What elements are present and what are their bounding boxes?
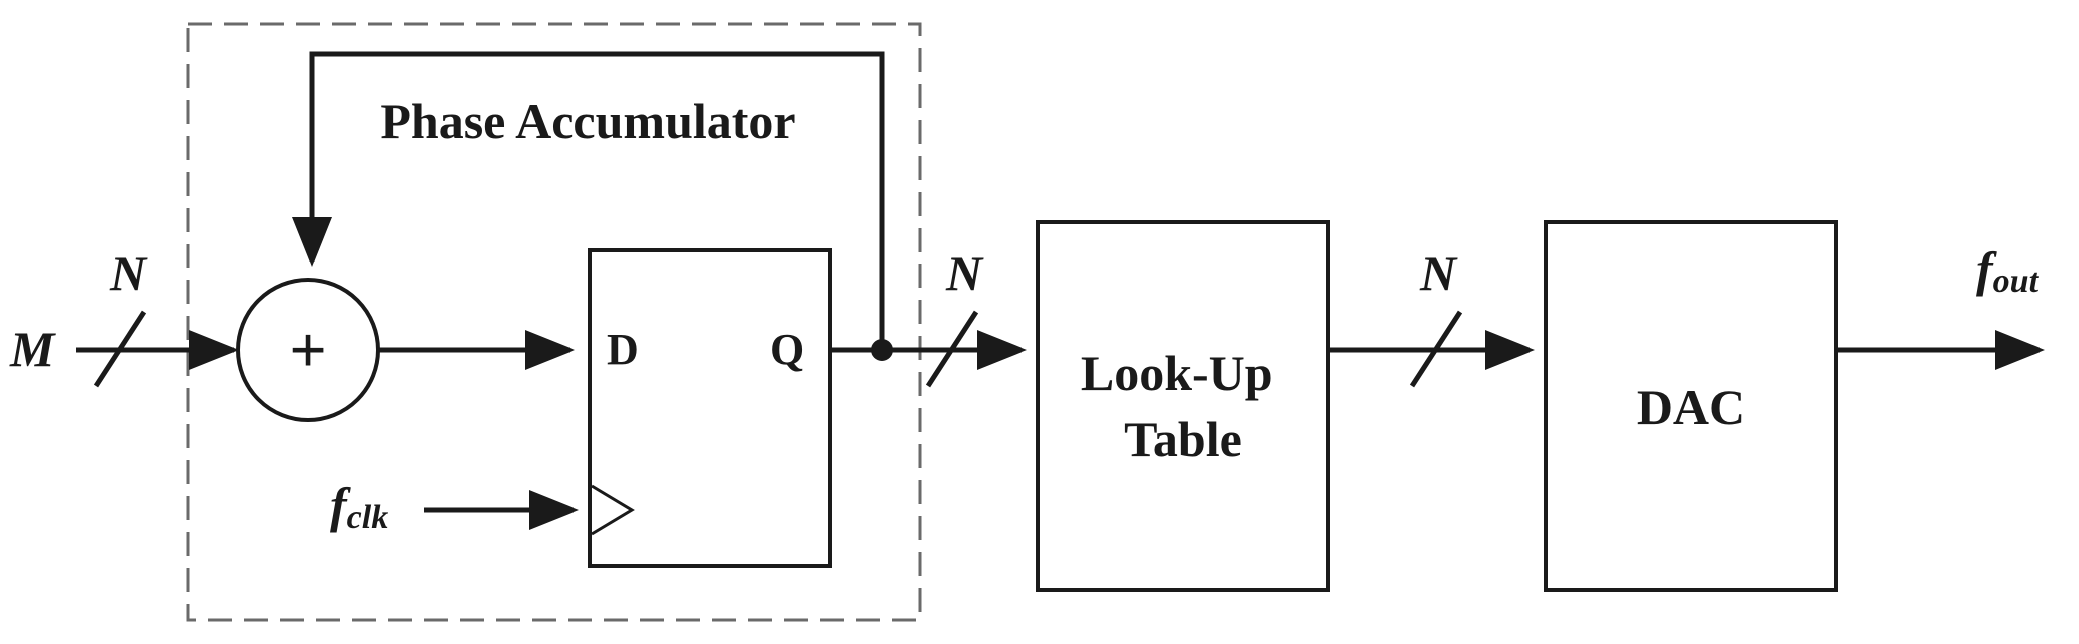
phase-accumulator-boundary: [186, 22, 922, 622]
phase-bus-width-label: N: [945, 245, 984, 301]
input-bus-slash: [93, 310, 147, 388]
fclk-label: fclk: [330, 477, 388, 536]
lut-bus-width-label: N: [1419, 245, 1458, 301]
adder-plus-symbol: +: [289, 314, 327, 387]
dac-block: [1544, 220, 1838, 592]
register-clock-triangle: [591, 484, 635, 536]
lut-label-line2: Table: [1124, 411, 1242, 467]
input-m-label: M: [9, 321, 56, 377]
phase-bus-slash: [925, 310, 979, 388]
register-q-label: Q: [770, 325, 804, 374]
output-fout-label: fout: [1976, 241, 2040, 300]
lut-label-line1: Look-Up: [1081, 345, 1273, 401]
lut-bus-slash: [1409, 310, 1463, 388]
register-d-label: D: [607, 325, 639, 374]
dac-label: DAC: [1637, 379, 1745, 435]
feedback-wire: [292, 51, 885, 350]
lut-block: [1036, 220, 1330, 592]
lut-label: Look-Up Table: [1081, 345, 1285, 467]
phase-accumulator-title: Phase Accumulator: [380, 93, 795, 149]
fout-main: f: [1976, 241, 1997, 297]
fclk-sub: clk: [347, 499, 389, 536]
fclk-main: f: [330, 477, 351, 533]
fout-sub: out: [1993, 263, 2040, 300]
register-block: [588, 248, 832, 568]
input-bus-width-label: N: [109, 245, 148, 301]
